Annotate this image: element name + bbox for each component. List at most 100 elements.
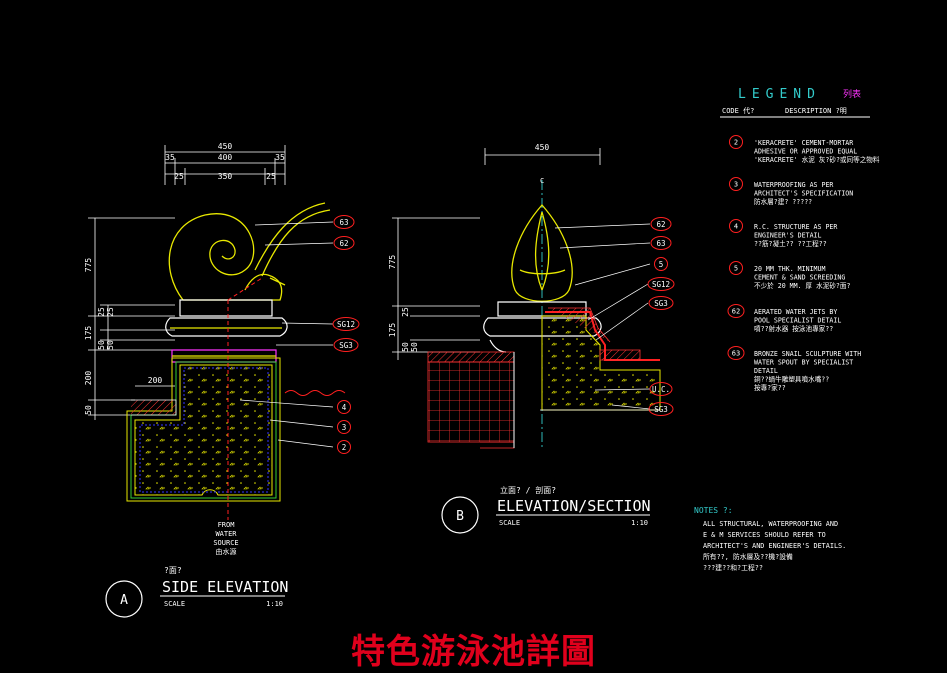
dim-a-top-35-right: 35 (275, 153, 285, 162)
centerline-label: C (540, 177, 544, 185)
dim-a-top-25-left: 25 (174, 172, 184, 181)
legend-desc-line: R.C. STRUCTURE AS PER (754, 223, 837, 231)
legend-desc-line: 'KERACRETE' 水泥 灰?砂?或同等之物料 (754, 155, 880, 164)
legend-code: 63 (732, 350, 740, 358)
title-block-b: B 立面? / 剖面? ELEVATION/SECTION SCALE 1:10 (441, 485, 651, 534)
view-a-scale-value: 1:10 (266, 600, 283, 608)
legend-desc-line: 防水層?建? ????? (754, 197, 812, 206)
notes-line: 所有??, 防水層及??機?設備 (703, 552, 793, 561)
legend-col-desc: DESCRIPTION ?明 (785, 107, 847, 115)
dim-a-top-400: 400 (218, 153, 233, 162)
dim-b-25: 25 (401, 307, 410, 317)
notes-title: NOTES ?: (694, 506, 733, 515)
legend-desc-line: DETAIL (754, 367, 778, 375)
legend-code-circle (729, 219, 743, 233)
view-b-cn: 立面? / 剖面? (500, 485, 556, 495)
water-source-line-4: 由水源 (216, 547, 237, 556)
snail-front-view (511, 204, 573, 302)
tag-a-62: 62 (339, 239, 348, 248)
tags-a: 63 62 SG12 SG3 4 3 2 (332, 215, 360, 454)
tag-a-63: 63 (339, 218, 348, 227)
legend-code-circle (729, 135, 743, 149)
dim-a-top-25-right: 25 (266, 172, 276, 181)
view-marker-a: A (120, 593, 128, 608)
side-elevation-drawing: 450 35 400 35 25 350 25 775 175 25 25 (84, 142, 360, 618)
dim-a-step-200: 200 (148, 376, 163, 385)
legend-code-circle (727, 304, 745, 318)
tag-a-2: 2 (342, 443, 347, 452)
tag-a-3: 3 (342, 423, 347, 432)
legend-desc-line: 噴??射水器 按泳池專家?? (754, 324, 833, 333)
view-b-scale-label: SCALE (499, 519, 520, 527)
legend-title-cn: 列表 (843, 88, 861, 100)
view-a-title: SIDE ELEVATION (162, 578, 288, 596)
dim-b-50a: 50 (401, 342, 410, 352)
legend-code: 3 (734, 181, 738, 189)
legend-desc-line: 'KERACRETE' CEMENT-MORTAR (754, 139, 853, 147)
legend-desc-line: 不少於 20 MM. 厚 水泥砂?面? (754, 281, 850, 290)
dim-a-50a: 50 (97, 340, 106, 350)
dim-a-175: 175 (84, 326, 93, 341)
water-source-line-2: WATER (215, 530, 237, 538)
view-b-title: ELEVATION/SECTION (497, 497, 651, 515)
legend-code: 62 (732, 308, 740, 316)
tag-a-4: 4 (342, 403, 347, 412)
notes-line: ALL STRUCTURAL, WATERPROOFING AND (703, 520, 838, 528)
tag-b-sg3-top: SG3 (654, 299, 668, 308)
legend-desc-line: ADHESIVE OR APPROVED EQUAL (754, 148, 857, 156)
dim-a-top-35-left: 35 (165, 153, 175, 162)
legend-desc-line: CEMENT & SAND SCREEDING (754, 274, 845, 282)
view-a-scale-label: SCALE (164, 600, 185, 608)
notes-panel: NOTES ?: ALL STRUCTURAL, WATERPROOFING A… (694, 506, 846, 572)
tag-b-sg12: SG12 (652, 280, 670, 289)
dim-a-25a: 25 (97, 307, 106, 317)
legend-title: LEGEND (738, 87, 821, 102)
legend-code: 2 (734, 139, 738, 147)
tag-b-62: 62 (656, 220, 665, 229)
dim-b-50b: 50 (410, 342, 419, 352)
legend-code: 5 (734, 265, 738, 273)
notes-line: E & M SERVICES SHOULD REFER TO (703, 531, 826, 539)
title-block-a: A ?面? SIDE ELEVATION SCALE 1:10 (105, 566, 288, 618)
tag-b-5: 5 (659, 260, 664, 269)
legend-desc-line: ??筋?凝土?? ??工程?? (754, 239, 827, 248)
legend-code-circle (729, 177, 743, 191)
tag-a-sg12: SG12 (337, 320, 355, 329)
legend-desc-line: 按專?家?? (754, 383, 786, 392)
dim-a-50b: 50 (106, 340, 115, 350)
legend-desc-line: POOL SPECIALIST DETAIL (754, 317, 841, 325)
notes-line: ???建??和?工程?? (703, 563, 763, 572)
view-marker-b: B (456, 509, 464, 524)
page-title: 特色游泳池詳圖 (351, 632, 596, 672)
legend-desc-line: ARCHITECT'S SPECIFICATION (754, 190, 853, 198)
water-source-line-1: FROM (218, 521, 235, 529)
tag-b-sg3-bottom: SG3 (654, 405, 668, 414)
legend-desc-line: BRONZE SNAIL SCULPTURE WITH (754, 350, 861, 358)
tag-b-uc: U.C. (652, 385, 670, 394)
dim-a-775: 775 (84, 258, 93, 273)
dim-a-25b: 25 (106, 307, 115, 317)
legend-col-code: CODE 代? (722, 106, 754, 115)
elevation-section-drawing: 450 775 175 25 50 50 C (388, 143, 675, 534)
legend-desc-line: ENGINEER'S DETAIL (754, 232, 822, 240)
dim-b-175: 175 (388, 323, 397, 338)
tags-b: 62 63 5 SG12 SG3 U.C. SG3 (647, 217, 675, 416)
notes-line: ARCHITECT'S AND ENGINEER'S DETAILS. (703, 542, 846, 550)
dim-a-top-350: 350 (218, 172, 233, 181)
water-source-line-3: SOURCE (213, 539, 238, 547)
snail-sculpture (168, 202, 331, 301)
tag-b-63: 63 (656, 239, 665, 248)
view-a-cn: ?面? (164, 566, 182, 575)
pool-wall-section-a (126, 277, 346, 520)
legend-code: 4 (734, 223, 738, 231)
dim-b-450: 450 (535, 143, 550, 152)
legend-desc-line: WATERPROOFING AS PER (754, 181, 833, 189)
dim-a-50c: 50 (84, 405, 93, 415)
legend-desc-line: AERATED WATER JETS BY (754, 308, 837, 316)
tag-a-sg3: SG3 (339, 341, 353, 350)
legend-panel: LEGEND 列表 CODE 代? DESCRIPTION ?明 2 'KERAC… (720, 87, 880, 392)
dim-b-775: 775 (388, 255, 397, 270)
view-b-scale-value: 1:10 (631, 519, 648, 527)
legend-desc-line: 20 MM THK. MINIMUM (754, 265, 825, 273)
dim-a-top-450: 450 (218, 142, 233, 151)
